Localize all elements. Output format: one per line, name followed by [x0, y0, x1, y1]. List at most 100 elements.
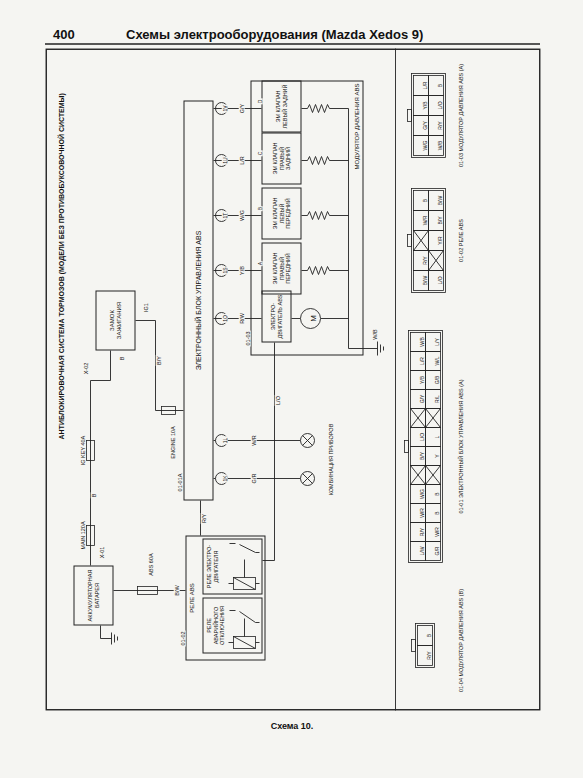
component-box: ЭМ КЛАПАН ЛЕВЫЙ ЗАДНИЙ	[261, 80, 301, 132]
wire-label: 01-03	[235, 330, 253, 346]
pin-cell-label: L/O	[409, 431, 427, 441]
pin-cell	[425, 484, 440, 503]
wire-color: R/W	[229, 312, 247, 325]
pin-cell-label: B/W	[427, 194, 445, 205]
blank-pin	[428, 250, 443, 270]
pin-cell-label: W/G	[409, 488, 427, 500]
wire-color-text: B/Y	[155, 355, 161, 366]
motor-symbol	[300, 308, 320, 328]
pin-cell	[410, 541, 425, 560]
pin-cell-label: R/Y	[427, 120, 445, 130]
pin-cell	[413, 250, 428, 270]
pin-cell-label: G/Y	[412, 120, 430, 131]
wire-connector	[90, 350, 110, 565]
pin-cell-label: L	[424, 434, 442, 439]
wire-label-text: X-01	[98, 545, 104, 559]
wire-label-text: W/B	[371, 328, 377, 340]
wire-label-text: 01-03 МОДУЛЯТОР ДАВЛЕНИЯ ABS (A)	[457, 62, 463, 167]
component-box: ЭМ КЛАПАН ПРАВЫЙ ЗАДНИЙ	[261, 132, 301, 184]
pin-cell-label-text: G/Y	[421, 120, 427, 131]
pin-cell-label-text: W/G	[421, 139, 427, 151]
pin-cell-label: G/Y	[409, 393, 427, 404]
pin-cell-label-text: W/B	[436, 139, 442, 150]
wire-label-text: 01-03	[244, 330, 250, 346]
pin-cell	[425, 522, 440, 541]
pin-cell-label: L/R	[412, 80, 430, 90]
pin-cell	[428, 230, 443, 250]
wire-color: Y/B	[229, 265, 247, 276]
wire-label-text: 400	[52, 27, 76, 42]
coil-symbol	[301, 266, 348, 274]
schematic-art	[45, 48, 540, 710]
coil-symbol	[301, 156, 348, 164]
connector-latch	[407, 109, 411, 121]
wire-label: 01-04 МОДУЛЯТОР ДАВЛЕНИЯ ABS (B)	[448, 587, 466, 692]
wire-connector	[213, 318, 261, 319]
component-name: ЭМ КЛАПАН ЛЕВЫЙ ПЕРЕДНИЙ	[271, 190, 291, 236]
wire-label: B	[247, 205, 265, 210]
pin-cell	[428, 270, 443, 290]
blank-pin	[425, 408, 440, 427]
pin-cell	[428, 190, 443, 210]
pin-cell	[410, 370, 425, 389]
wire-label-text: 1S	[221, 266, 227, 274]
wire-label: IG KEY 40A	[70, 434, 88, 466]
pin-circle	[215, 264, 227, 276]
pin-cell-label-text: B/W	[421, 274, 427, 285]
pin-cell	[410, 408, 425, 427]
pin-cell-label: B/Y	[427, 215, 445, 225]
pin-cell-label-text: L/R	[421, 80, 427, 90]
component-name: ЭЛЕКТРОННЫЙ БЛОК УПРАВЛЕНИЯ ABS	[194, 230, 202, 370]
pin-cell-label: B/W	[412, 274, 430, 285]
wire-connector	[262, 342, 274, 560]
component-name: ЭМ КЛАПАН ПРАВЫЙ ЗАДНИЙ	[271, 135, 291, 181]
connector-latch	[404, 440, 408, 452]
wire-color-text: B	[90, 492, 96, 498]
component-box: ЗАМОК ЗАЖИГАНИЯ	[95, 290, 135, 350]
diagram-title: АНТИБЛОКИРОВОЧНАЯ СИСТЕМА ТОРМОЗОВ (МОДЕ…	[49, 92, 67, 440]
pin-cell-label-text: W/G	[418, 488, 424, 500]
component-box: РЕЛЕ ЭЛЕКТРО-ДВИГАТЕЛЯ	[202, 538, 262, 594]
pin-cell-label: L/O	[427, 100, 445, 110]
wire-label: 01-01A	[167, 472, 185, 492]
wire-label: 01-03 МОДУЛЯТОР ДАВЛЕНИЯ ABS (A)	[448, 62, 466, 167]
connector-shell	[411, 73, 445, 157]
pin-cell	[425, 541, 440, 560]
wire-color: L/O	[265, 395, 283, 406]
diagram-sheet: АККУМУЛЯТОРНАЯ БАТАРЕЯЗАМОК ЗАЖИГАНИЯРЕЛ…	[45, 48, 540, 710]
wire-color-text: Y/B	[238, 265, 244, 276]
blank-pin	[413, 230, 428, 250]
pin-cell-label-text: Y/B	[418, 374, 424, 384]
fuse-symbol	[137, 586, 157, 594]
wire-label: W/R	[241, 434, 259, 447]
component-name: МОДУЛЯТОР ДАВЛЕНИЯ ABS	[353, 83, 360, 169]
wire-color-text: B/W	[173, 584, 179, 596]
caption-text: Схема 10.	[270, 721, 315, 731]
fuse-symbol	[86, 525, 94, 545]
wire-label: A	[247, 260, 265, 265]
pin-cell	[428, 75, 443, 95]
wire-color-text: W/G	[238, 209, 244, 222]
wire-label-text: C	[256, 150, 262, 156]
coil-symbol	[301, 104, 348, 112]
frame	[46, 49, 540, 710]
pin-cell-label: Y/R	[427, 235, 445, 245]
component-name: ЗАМОК ЗАЖИГАНИЯ	[108, 293, 122, 347]
component-name: РЕЛЕ ЭЛЕКТРО-ДВИГАТЕЛЯ	[205, 541, 218, 591]
pin-cell	[410, 446, 425, 465]
connector-latch	[411, 639, 415, 651]
pin-cell-label: B	[412, 197, 430, 202]
wire-label: 01-02	[170, 630, 188, 646]
wire-color-text: L/O	[274, 395, 280, 406]
pin-cell-label: B	[427, 82, 445, 87]
wire-label: 01-01 ЭЛЕКТРОННЫЙ БЛОК УПРАВЛЕНИЯ ABS (A…	[448, 378, 466, 514]
pin-circle	[215, 209, 227, 221]
relay-coil	[228, 559, 259, 589]
pin-cell-label: B/Y	[409, 450, 427, 460]
pin-cell	[410, 332, 425, 351]
wire-label-text: M	[308, 314, 317, 323]
pin-cell-label: W/R	[409, 507, 427, 519]
pin-cell-label-text: L/O	[436, 100, 442, 110]
wire-label-text: 1O	[221, 314, 227, 323]
pin-cell	[425, 332, 440, 351]
